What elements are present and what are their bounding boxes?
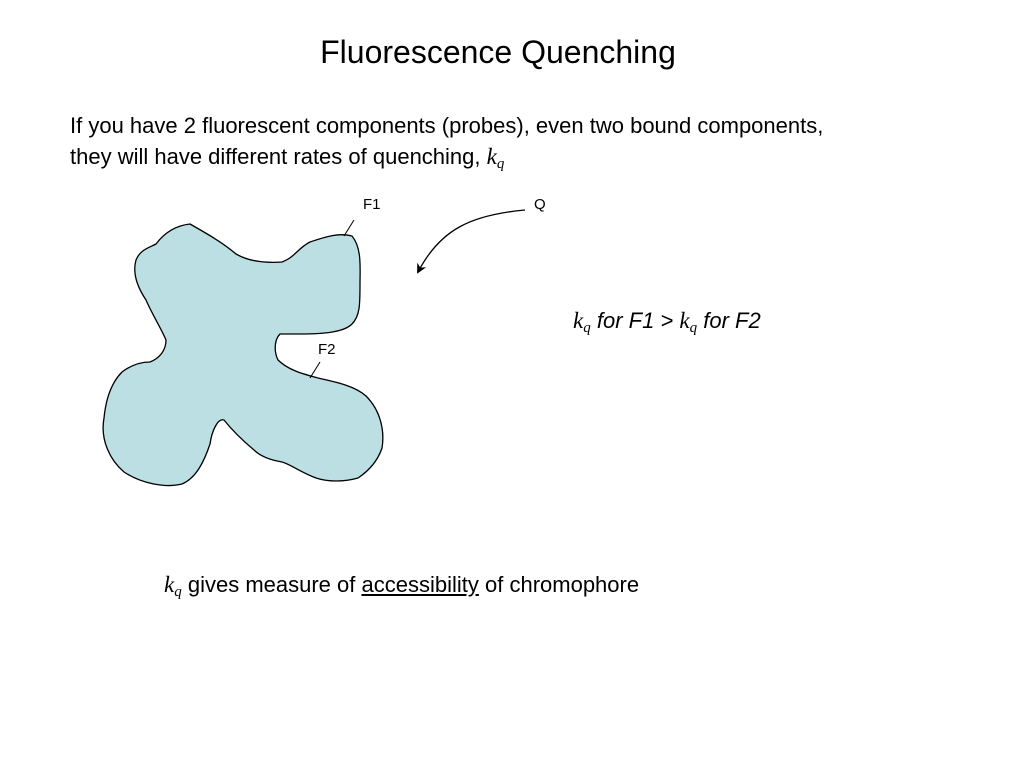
intro-paragraph: If you have 2 fluorescent components (pr… [70,110,830,172]
kq-symbol-conclusion: kq [164,572,182,600]
accessibility-emphasis: accessibility [361,572,479,597]
intro-text: If you have 2 fluorescent components (pr… [70,113,824,169]
f2-leader-line [309,361,321,379]
conclusion-statement: kq gives measure of accessibility of chr… [164,570,639,600]
conclusion-text-after: of chromophore [485,572,640,597]
kq-symbol: kq [486,144,505,172]
kq-symbol-f2: kq [679,308,698,336]
comparison-text-f1: for F1 > [596,308,674,333]
rate-comparison: kq for F1 > kq for F2 [573,306,761,336]
conclusion-text-before: gives measure of [187,572,356,597]
comparison-text-f2: for F2 [703,308,761,333]
f1-label: F1 [363,196,381,213]
kq-symbol-f1: kq [573,308,591,336]
slide-title: Fluorescence Quenching [320,34,676,70]
f1-leader-line [343,219,355,237]
protein-blob [102,223,384,487]
quencher-approach-arrow [417,209,526,274]
quencher-label: Q [534,196,546,213]
f2-label: F2 [318,341,336,358]
